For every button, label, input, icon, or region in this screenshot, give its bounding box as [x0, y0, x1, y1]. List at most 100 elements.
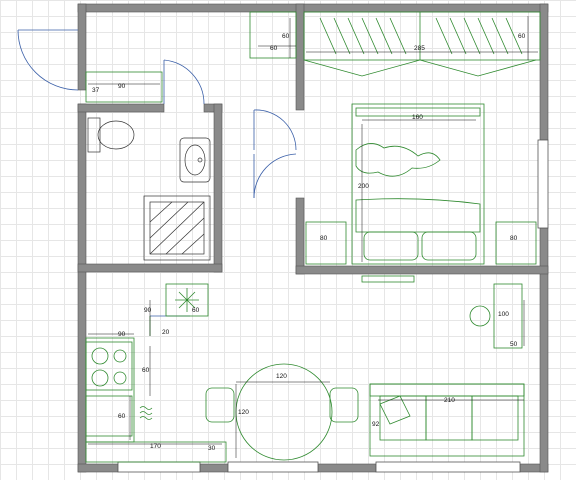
corner-unit-star [175, 288, 199, 312]
dimension-labels: 60 60 37 90 285 60 160 200 80 80 100 50 … [92, 33, 526, 452]
dim-shoe-depth: 37 [92, 87, 100, 94]
dim-nightstand-left: 80 [320, 235, 328, 242]
burner-1 [91, 347, 109, 365]
doors [17, 29, 297, 317]
hall-furniture [85, 11, 297, 103]
wall-bath-right [213, 103, 223, 273]
burner-2 [113, 349, 127, 363]
dim-bottom-gap: 30 [208, 445, 216, 452]
sink-kitchen [85, 395, 133, 437]
burner-4 [113, 371, 127, 385]
dim-stove-length: 60 [142, 367, 150, 374]
dim-kitchen-small-gap: 20 [162, 329, 170, 336]
bottom-counter [85, 441, 227, 463]
shower-hatch [165, 217, 205, 255]
desk [493, 283, 523, 349]
sink-counter [179, 137, 211, 183]
sink-waves [139, 406, 153, 420]
dim-sink-length: 60 [118, 413, 126, 420]
dim-bed-width: 160 [412, 114, 423, 121]
hall-wardrobe [249, 11, 297, 59]
window-bottom-2 [227, 461, 319, 473]
wall-outer-left-lower [77, 103, 87, 473]
dim-wardrobe-hall-width: 60 [270, 45, 278, 52]
chair-left [205, 387, 235, 423]
nightstand-right [495, 221, 537, 265]
dim-bottom-counter: 170 [150, 443, 161, 450]
shower-hatch [181, 233, 205, 255]
wall-outer-left-upper [77, 3, 87, 91]
shower-inner [149, 201, 205, 255]
corner-unit [165, 283, 209, 317]
dimension-lines [88, 16, 538, 458]
dim-sofa-width: 210 [444, 397, 455, 404]
wall-bedroom-left-upper [295, 3, 305, 111]
wall-outer-bottom-2 [199, 463, 229, 473]
bed-pillow-left [363, 231, 419, 261]
sofa-back [369, 383, 525, 397]
wardrobe-hangers [319, 17, 523, 55]
bed-headboard [355, 107, 481, 117]
bedroom-door-swing-2 [253, 153, 297, 199]
bedroom-wardrobe [303, 11, 541, 61]
shoe-cabinet [85, 71, 163, 103]
dim-wardrobe-hall-depth: 60 [282, 33, 290, 40]
shower-hatch [149, 201, 205, 255]
dim-kitchen-counter-width: 90 [118, 331, 126, 338]
figure [355, 143, 441, 177]
walls [77, 3, 549, 473]
bedroom-door-swing-1 [253, 109, 297, 151]
wardrobe-door-arc-2 [419, 59, 537, 77]
window-bedroom-right [537, 139, 549, 229]
dim-kitchen-upper-depth: 90 [144, 307, 152, 314]
wall-hall-bath-top [77, 103, 165, 113]
window-bottom-1 [117, 461, 201, 473]
wall-outer-bottom-1 [77, 463, 119, 473]
dim-shoe-width: 90 [118, 83, 126, 90]
bed-blanket [355, 198, 481, 233]
sink-basin [184, 144, 206, 176]
bath-door-swing [163, 59, 205, 105]
sink-drain [197, 157, 203, 163]
wall-bedroom-bottom [295, 265, 549, 275]
nightstand-left [305, 221, 347, 265]
wall-outer-bottom-3 [317, 463, 377, 473]
tv-unit [361, 275, 415, 283]
desk-chair [469, 305, 491, 327]
shower-hatch [149, 201, 173, 223]
living-furniture [369, 283, 525, 457]
wardrobe-door-arc-1 [303, 59, 421, 77]
windows [117, 139, 549, 473]
cushion [379, 395, 411, 425]
dim-table-depth: 120 [238, 409, 249, 416]
entry-door-swing [17, 29, 79, 91]
tv-stand [361, 275, 415, 283]
dim-corner-unit: 60 [192, 307, 200, 314]
dim-nightstand-right: 80 [510, 235, 518, 242]
dim-bed-length: 200 [358, 183, 369, 190]
bathroom [87, 117, 211, 261]
bed [351, 103, 485, 265]
chair-right [329, 387, 359, 423]
bedroom-furniture [303, 11, 541, 265]
wall-outer-right-upper [539, 3, 549, 141]
dim-desk-width: 100 [498, 311, 509, 318]
bed-pillow-right [421, 231, 477, 261]
dim-wardrobe-bedroom-depth: 60 [518, 33, 526, 40]
toilet-tank [87, 117, 101, 153]
stove [85, 341, 133, 391]
wall-bedroom-left-lower [295, 197, 305, 275]
wall-outer-right-lower [539, 227, 549, 473]
sofa-seat-3 [471, 395, 519, 441]
wall-bath-bottom [77, 263, 223, 273]
wall-outer-top [77, 3, 549, 13]
burner-3 [91, 369, 109, 387]
shower-hatch [149, 201, 189, 239]
dim-sofa-depth: 92 [372, 421, 380, 428]
sofa [369, 383, 525, 457]
kitchen-furniture [85, 283, 227, 463]
dim-table-width: 120 [276, 373, 287, 380]
dim-wardrobe-bedroom-width: 285 [414, 45, 425, 52]
